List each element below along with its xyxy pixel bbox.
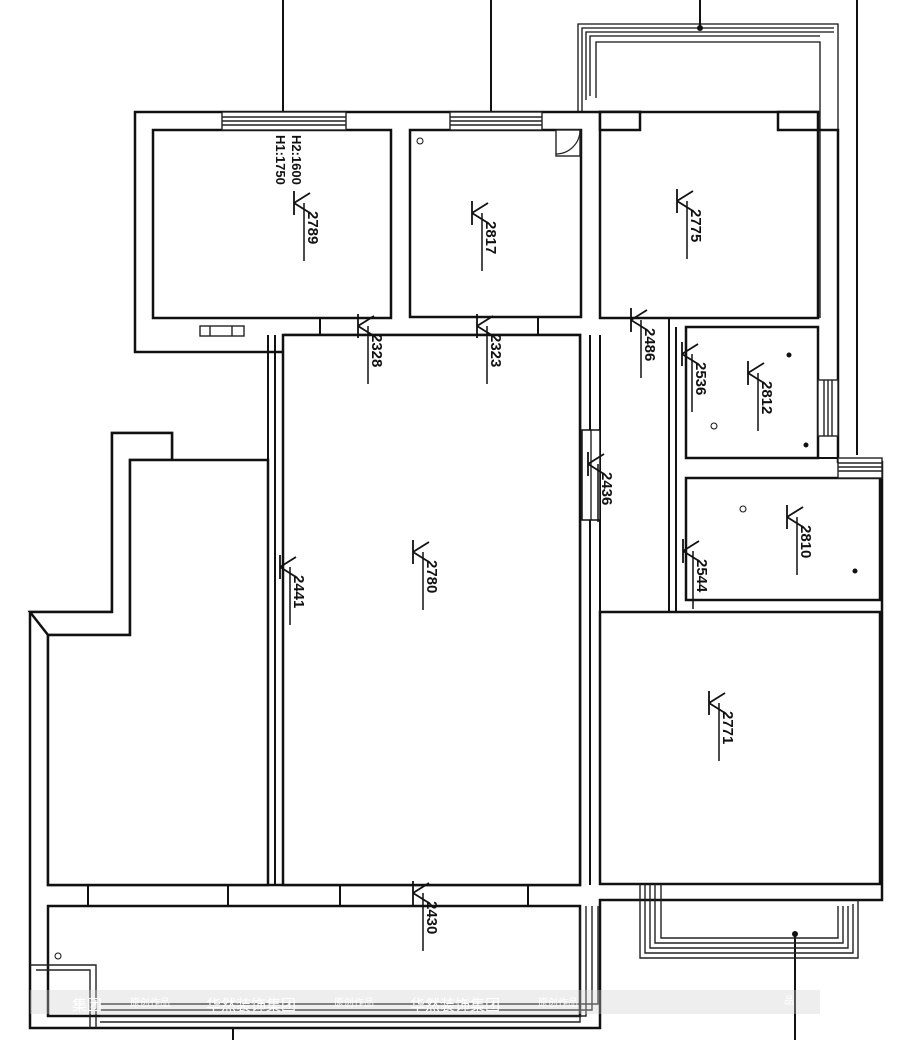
north-east-balcony — [577, 23, 839, 462]
watermark-text: 原创作品 — [538, 996, 578, 1009]
ceiling-height-label: 2780 — [423, 560, 440, 593]
window-height-note: H1:1750 H2:1600 — [273, 135, 304, 185]
level-symbol-icon — [681, 342, 699, 366]
fixture-dots — [54, 137, 858, 960]
room-nw — [151, 128, 393, 320]
ceiling-height-label: 2436 — [598, 472, 615, 505]
level-symbol-icon — [412, 881, 430, 905]
ceiling-height-marker: 2486 — [630, 308, 658, 378]
ceiling-height-label: 2536 — [692, 362, 709, 395]
ceiling-height-marker: 2771 — [708, 691, 736, 761]
room-ne — [598, 110, 820, 320]
west-area — [46, 458, 270, 887]
ceiling-height-marker: 2789 — [293, 191, 321, 261]
rooms — [27, 110, 882, 1018]
ceiling-height-marker: 2812 — [747, 361, 775, 431]
living — [281, 333, 582, 887]
ceiling-height-label: 2789 — [304, 211, 321, 244]
ceiling-height-marker: 2441 — [279, 555, 307, 625]
ceiling-height-label: 2430 — [423, 901, 440, 934]
window-height-line-2: H2:1600 — [289, 135, 304, 185]
watermark-text: 品 — [784, 995, 794, 1007]
window-height-line-1: H1:1750 — [273, 135, 288, 185]
bath-2 — [684, 476, 882, 602]
level-symbol-icon — [293, 191, 311, 215]
ceiling-height-marker: 2544 — [682, 539, 710, 609]
ceiling-height-label: 2544 — [693, 559, 710, 593]
ceiling-height-label: 2775 — [687, 209, 704, 242]
ceiling-height-marker: 2536 — [681, 342, 709, 412]
ceiling-height-label: 2771 — [719, 711, 736, 744]
ceiling-height-label: 2323 — [487, 334, 504, 367]
level-symbol-icon — [786, 505, 804, 529]
watermark-text: 原创作品 — [130, 996, 170, 1009]
ceiling-height-marker: 2323 — [476, 314, 504, 384]
level-symbol-icon — [476, 314, 494, 338]
level-symbol-icon — [412, 540, 430, 564]
ceiling-height-label: 2812 — [758, 381, 775, 414]
watermark-text: 集团 — [72, 996, 102, 1014]
ceiling-height-marker: 2436 — [587, 452, 615, 522]
ceiling-height-marker: 2775 — [676, 189, 704, 259]
level-symbol-icon — [587, 452, 605, 476]
level-symbol-icon — [471, 201, 489, 225]
windows — [30, 111, 883, 1028]
level-symbol-icon — [682, 539, 700, 563]
ceiling-height-marker: 2810 — [786, 505, 814, 575]
ceiling-height-label: 2810 — [797, 525, 814, 558]
ceiling-height-label: 2817 — [482, 221, 499, 254]
ceiling-height-label: 2486 — [641, 328, 658, 361]
kitchen-dining — [598, 610, 882, 886]
ceiling-height-label: 2328 — [368, 334, 385, 367]
level-symbol-icon — [747, 361, 765, 385]
watermark-text: 原创作品 — [334, 996, 374, 1009]
interior-walls — [48, 316, 882, 907]
ceiling-height-marker: 2817 — [471, 201, 499, 271]
room-n-mid — [408, 128, 583, 319]
watermark-text: 华然装饰集团 — [410, 996, 500, 1014]
ceiling-height-label: 2441 — [290, 575, 307, 608]
ceiling-height-marker: 2328 — [357, 314, 385, 384]
level-symbol-icon — [357, 314, 375, 338]
balcony-south — [46, 904, 582, 1018]
level-symbol-icon — [676, 189, 694, 213]
level-symbol-icon — [708, 691, 726, 715]
ceiling-height-markers: 2789 2817 2775 2328 2323 2486 2536 2812 2436 2810… — [279, 189, 814, 951]
ceiling-height-marker: 2430 — [412, 881, 440, 951]
watermark-text: 华然装饰集团 — [206, 996, 296, 1014]
watermark: 集团 原创作品 华然装饰集团 原创作品 华然装饰集团 原创作品 品 — [30, 990, 820, 1014]
level-symbol-icon — [630, 308, 648, 332]
level-symbol-icon — [279, 555, 297, 579]
ceiling-height-marker: 2780 — [412, 540, 440, 610]
